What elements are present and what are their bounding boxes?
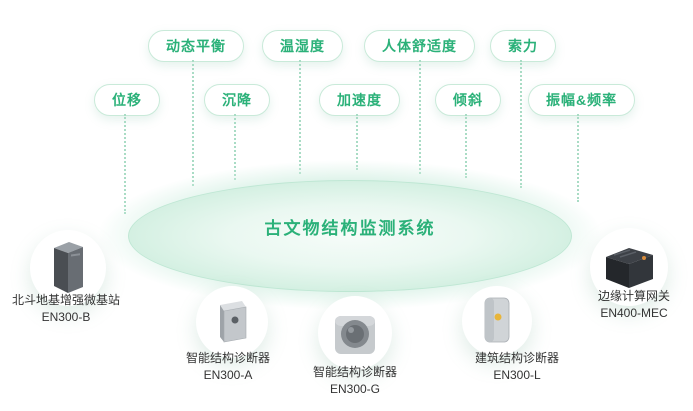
metric-pill-displacement: 位移: [94, 84, 160, 116]
connector-line: [520, 60, 522, 188]
device-label-edge-gateway: 边缘计算网关 EN400-MEC: [575, 288, 693, 322]
structure-diagnoser-box-icon: [220, 301, 247, 343]
building-diagnoser-panel-icon: [484, 297, 510, 343]
connector-line: [419, 60, 421, 174]
device-name: 智能结构诊断器: [312, 365, 397, 379]
connector-line: [234, 114, 236, 180]
connector-line: [299, 60, 301, 174]
device-name: 边缘计算网关: [597, 289, 670, 303]
connector-line: [124, 114, 126, 214]
device-label-diagnoser-l: 建筑结构诊断器 EN300-L: [447, 350, 587, 384]
device-model: EN400-MEC: [600, 306, 668, 320]
device-name: 北斗地基增强微基站: [11, 293, 120, 307]
metric-pill-amplitude-frequency: 振幅&频率: [528, 84, 636, 116]
connector-line: [356, 114, 358, 170]
device-label-base-station: 北斗地基增强微基站 EN300-B: [0, 292, 132, 326]
metric-pill-dynamic-balance: 动态平衡: [148, 30, 244, 62]
device-model: EN300-G: [329, 382, 381, 396]
structure-diagnoser-cylinder-icon: [335, 316, 375, 354]
device-label-diagnoser-a: 智能结构诊断器 EN300-A: [158, 350, 298, 384]
device-name: 建筑结构诊断器: [474, 351, 559, 365]
metric-pill-tilt: 倾斜: [435, 84, 501, 116]
platform-ellipse: [128, 180, 572, 292]
device-model: EN300-B: [41, 310, 91, 324]
device-name: 智能结构诊断器: [185, 351, 270, 365]
metric-pill-cable-force: 索力: [490, 30, 556, 62]
base-station-icon: [54, 242, 83, 293]
metric-pill-human-comfort: 人体舒适度: [364, 30, 475, 62]
metric-pill-acceleration: 加速度: [319, 84, 400, 116]
metric-pill-settlement: 沉降: [204, 84, 270, 116]
connector-line: [192, 60, 194, 186]
metric-pill-temp-humidity: 温湿度: [262, 30, 343, 62]
connector-line: [465, 114, 467, 178]
edge-gateway-icon: [606, 248, 653, 288]
device-model: EN300-A: [203, 368, 253, 382]
connector-line: [577, 114, 579, 202]
system-title: 古文物结构监测系统: [264, 219, 436, 238]
device-label-diagnoser-g: 智能结构诊断器 EN300-G: [285, 364, 425, 398]
device-model: EN300-L: [493, 368, 541, 382]
